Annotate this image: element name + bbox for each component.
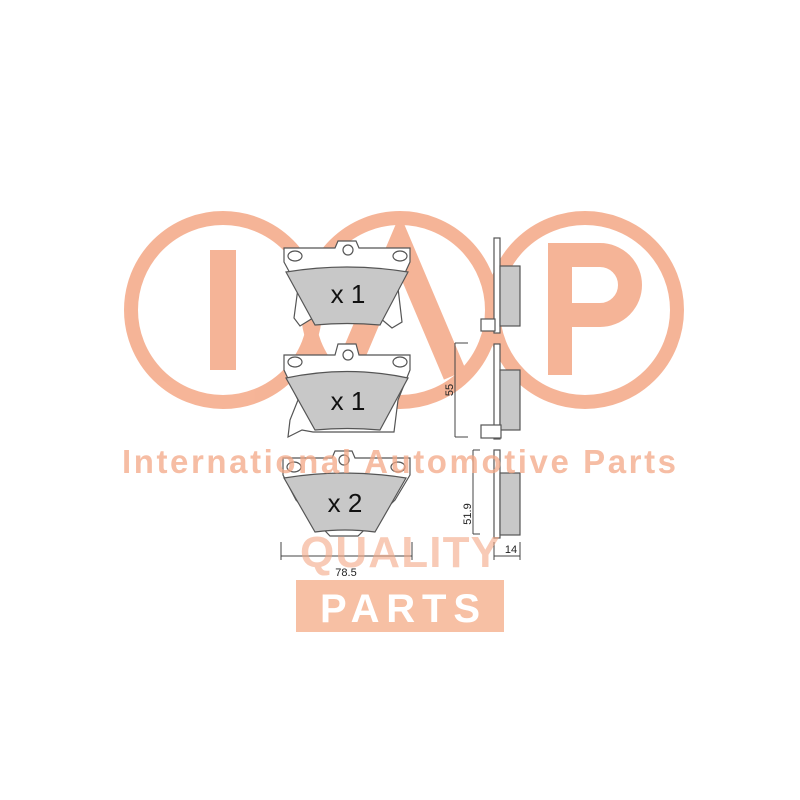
mounting-hole (287, 356, 303, 368)
mounting-hole (287, 250, 303, 262)
dimension-thickness: 14 (505, 544, 517, 556)
wear-indicator (480, 424, 502, 439)
logo-letter-a (333, 214, 467, 380)
mounting-hole (342, 349, 354, 361)
dimension-height-upper: 55 (444, 384, 456, 396)
dimension-width: 78.5 (335, 567, 356, 579)
wear-indicator (480, 318, 496, 332)
iap-logo-watermark (124, 211, 684, 409)
brake-pad-3 (282, 450, 411, 537)
mounting-hole (342, 244, 354, 256)
logo-letter-i (210, 250, 236, 370)
mounting-hole (338, 454, 350, 466)
watermark-parts-box (296, 580, 504, 632)
side-friction (499, 265, 521, 327)
dimension-lines (280, 342, 521, 560)
dimension-height-lower: 51.9 (462, 503, 474, 524)
friction-material (285, 370, 409, 431)
side-friction (499, 369, 521, 431)
pad-3-quantity: x 2 (328, 488, 363, 518)
mounting-hole (392, 250, 408, 262)
pad-1-quantity: x 1 (331, 279, 366, 309)
pad-2-quantity: x 1 (331, 386, 366, 416)
watermark-quality: QUALITY (300, 528, 500, 577)
side-friction (499, 472, 521, 536)
logo-circle-p (486, 211, 684, 409)
friction-material (283, 472, 407, 533)
watermark-tagline: International Automotive Parts (122, 443, 676, 480)
brake-pad-2 (283, 343, 411, 439)
mounting-hole (392, 356, 408, 368)
friction-material (285, 266, 409, 326)
logo-letter-p (548, 243, 642, 375)
side-views (480, 237, 521, 539)
mounting-hole (286, 461, 302, 473)
mounting-hole (390, 461, 406, 473)
brake-pad-1 (283, 240, 411, 329)
